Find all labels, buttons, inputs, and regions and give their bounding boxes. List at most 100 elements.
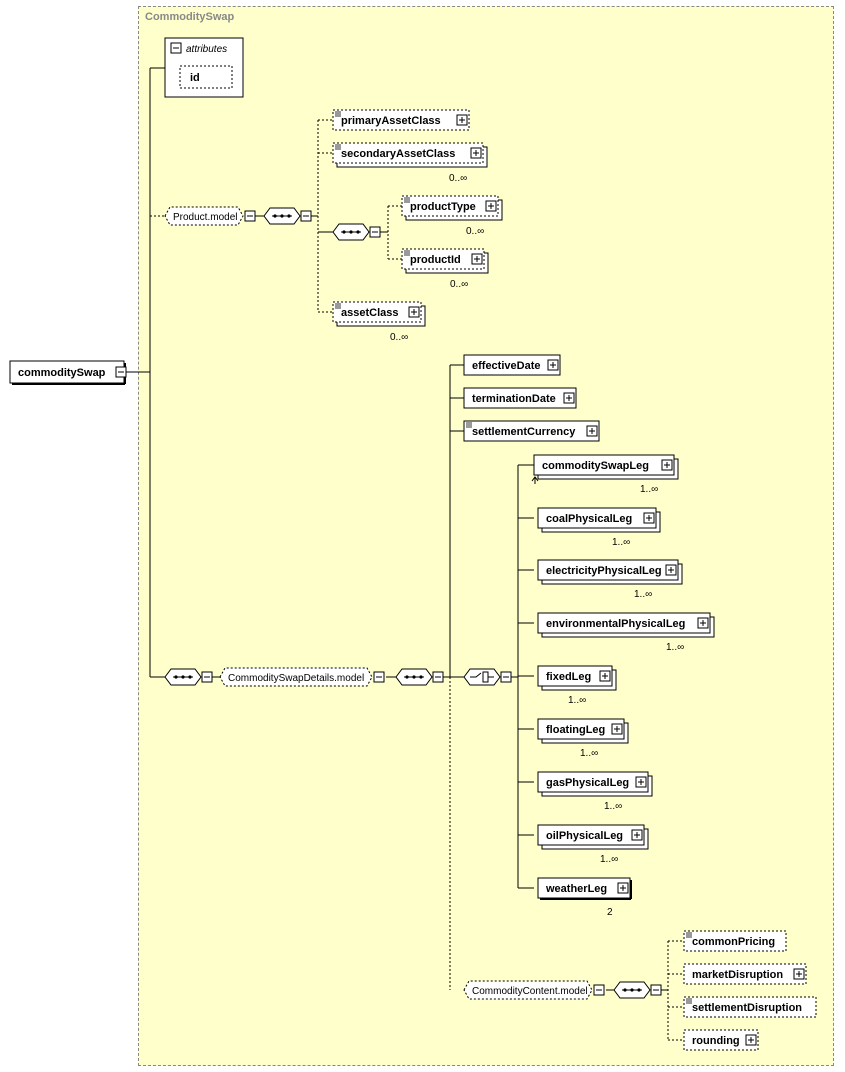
sequence-collapse-icon[interactable] [201, 671, 213, 683]
element-terminationdate-label: terminationDate [472, 393, 556, 405]
attribute-id-box[interactable] [179, 65, 233, 89]
product-sequence[interactable] [263, 207, 301, 225]
element-settlementcurrency-label: settlementCurrency [472, 426, 576, 438]
element-assetclass-expand-icon[interactable] [408, 306, 420, 318]
element-assetclass-label: assetClass [341, 307, 399, 319]
cardinality-label: 1..∞ [612, 537, 630, 548]
element-commonpricing[interactable]: commonPricing [683, 930, 787, 952]
element-productid-label: productId [410, 254, 461, 266]
group-commodityswapdetails-model-collapse-icon[interactable] [373, 671, 385, 683]
cardinality-label: 1..∞ [604, 801, 622, 812]
element-primaryassetclass-expand-icon[interactable] [456, 114, 468, 126]
element-effectivedate[interactable]: effectiveDate [463, 354, 561, 376]
group-product-model-label: Product.model [173, 212, 237, 223]
substitution-arrow-icon [531, 476, 539, 484]
element-producttype[interactable]: productType [401, 195, 503, 221]
element-oilphysicalleg[interactable]: oilPhysicalLeg [537, 824, 649, 850]
element-commonpricing-label: commonPricing [692, 936, 775, 948]
element-floatingleg[interactable]: floatingLeg [537, 718, 629, 744]
group-commoditycontent-model-collapse-icon[interactable] [593, 984, 605, 996]
element-producttype-label: productType [410, 201, 476, 213]
documentation-icon [686, 932, 692, 938]
choice-compositor[interactable] [463, 668, 501, 686]
element-marketdisruption-expand-icon[interactable] [793, 968, 805, 980]
element-electricityphysicalleg-expand-icon[interactable] [665, 564, 677, 576]
cardinality-label: 1..∞ [600, 854, 618, 865]
element-floatingleg-expand-icon[interactable] [611, 723, 623, 735]
element-weatherleg-label: weatherLeg [545, 883, 607, 895]
element-oilphysicalleg-expand-icon[interactable] [631, 829, 643, 841]
element-electricityphysicalleg[interactable]: electricityPhysicalLeg [537, 559, 683, 585]
sequence-collapse-icon[interactable] [369, 226, 381, 238]
group-commoditycontent-model-label: CommodityContent.model [472, 986, 588, 997]
element-settlementdisruption-label: settlementDisruption [692, 1002, 802, 1014]
element-environmentalphysicalleg[interactable]: environmentalPhysicalLeg [537, 612, 715, 638]
element-weatherleg[interactable]: weatherLeg [537, 877, 632, 900]
group-commoditycontent-model[interactable]: CommodityContent.model [463, 980, 593, 1000]
element-secondaryassetclass-label: secondaryAssetClass [341, 148, 455, 160]
root-element-commodityswap[interactable]: commoditySwap [9, 360, 126, 385]
element-productid-expand-icon[interactable] [471, 253, 483, 265]
element-fixedleg-label: fixedLeg [546, 671, 591, 683]
sequence-collapse-icon[interactable] [432, 671, 444, 683]
element-settlementcurrency-expand-icon[interactable] [586, 425, 598, 437]
element-secondaryassetclass[interactable]: secondaryAssetClass [332, 142, 488, 168]
element-gasphysicalleg[interactable]: gasPhysicalLeg [537, 771, 653, 797]
choice-collapse-icon[interactable] [500, 671, 512, 683]
element-marketdisruption[interactable]: marketDisruption [683, 963, 807, 985]
root-collapse-icon[interactable] [115, 366, 127, 378]
documentation-icon [335, 144, 341, 150]
sequence-collapse-icon[interactable] [300, 210, 312, 222]
group-commodityswapdetails-model-label: CommoditySwapDetails.model [228, 673, 364, 684]
element-coalphysicalleg-expand-icon[interactable] [643, 512, 655, 524]
element-fixedleg[interactable]: fixedLeg [537, 665, 617, 691]
element-commodityswapleg-expand-icon[interactable] [661, 459, 673, 471]
element-assetclass[interactable]: assetClass [332, 301, 426, 327]
element-commodityswapleg[interactable]: commoditySwapLeg [533, 454, 679, 480]
cardinality-label: 2 [607, 907, 613, 918]
details-sequence[interactable] [395, 668, 433, 686]
element-weatherleg-expand-icon[interactable] [617, 882, 629, 894]
group-product-model[interactable]: Product.model [164, 206, 244, 226]
element-settlementcurrency[interactable]: settlementCurrency [463, 420, 600, 442]
documentation-icon [335, 111, 341, 117]
element-primaryassetclass[interactable]: primaryAssetClass [332, 109, 470, 131]
element-coalphysicalleg[interactable]: coalPhysicalLeg [537, 507, 661, 533]
element-productid[interactable]: productId [401, 248, 489, 274]
element-rounding-label: rounding [692, 1035, 740, 1047]
element-terminationdate[interactable]: terminationDate [463, 387, 577, 409]
element-settlementdisruption[interactable]: settlementDisruption [683, 996, 817, 1018]
cardinality-label: 0..∞ [466, 226, 484, 237]
element-rounding-expand-icon[interactable] [745, 1034, 757, 1046]
cardinality-label: 1..∞ [666, 642, 684, 653]
cardinality-label: 1..∞ [580, 748, 598, 759]
attributes-collapse-icon[interactable] [170, 42, 182, 54]
element-rounding[interactable]: rounding [683, 1029, 759, 1051]
element-marketdisruption-label: marketDisruption [692, 969, 783, 981]
cardinality-label: 0..∞ [450, 279, 468, 290]
sequence-collapse-icon[interactable] [650, 984, 662, 996]
element-fixedleg-expand-icon[interactable] [599, 670, 611, 682]
product-inner-sequence[interactable] [332, 223, 370, 241]
documentation-icon [686, 998, 692, 1004]
root-element-commodityswap-label: commoditySwap [18, 367, 106, 379]
group-product-model-collapse-icon[interactable] [244, 210, 256, 222]
element-coalphysicalleg-label: coalPhysicalLeg [546, 513, 632, 525]
attributes-title: attributes [186, 44, 227, 55]
element-gasphysicalleg-expand-icon[interactable] [635, 776, 647, 788]
element-terminationdate-expand-icon[interactable] [563, 392, 575, 404]
element-electricityphysicalleg-label: electricityPhysicalLeg [546, 565, 662, 577]
element-environmentalphysicalleg-expand-icon[interactable] [697, 617, 709, 629]
complex-type-frame [138, 6, 834, 1066]
documentation-icon [466, 422, 472, 428]
cardinality-label: 1..∞ [634, 589, 652, 600]
cardinality-label: 0..∞ [390, 332, 408, 343]
main-sequence[interactable] [164, 668, 202, 686]
element-producttype-expand-icon[interactable] [485, 200, 497, 212]
group-commodityswapdetails-model[interactable]: CommoditySwapDetails.model [219, 667, 373, 687]
content-sequence[interactable] [613, 981, 651, 999]
documentation-icon [404, 250, 410, 256]
element-secondaryassetclass-expand-icon[interactable] [470, 147, 482, 159]
element-effectivedate-expand-icon[interactable] [547, 359, 559, 371]
